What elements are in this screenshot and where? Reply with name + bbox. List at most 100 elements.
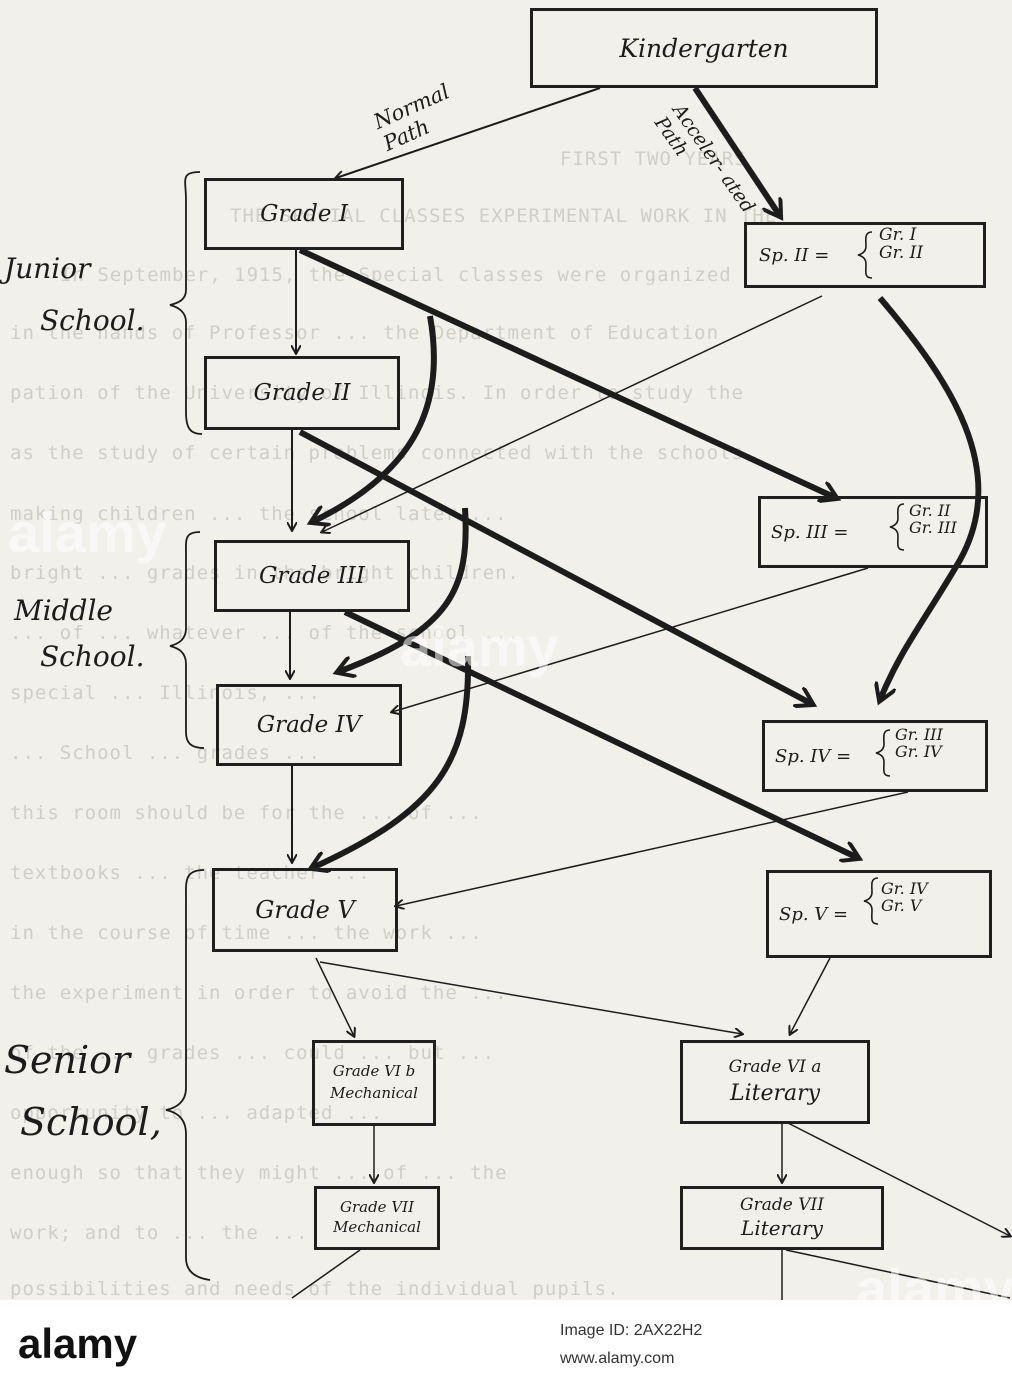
special-3-label: Sp. III = (771, 521, 849, 543)
arrow-g2-g4-curve (338, 507, 469, 672)
grade-7m-label: Grade VII (339, 1198, 415, 1217)
junior-school-brace (169, 171, 203, 435)
grade-6b-label: Grade VI b (332, 1062, 416, 1081)
grade-2-label: Grade II (253, 380, 351, 406)
site-url[interactable]: www.alamy.com (560, 1350, 675, 1367)
kindergarten-label: Kindergarten (619, 33, 789, 63)
sp2-brace-mark (857, 231, 873, 279)
background-text-line: this room should be for the ... of ... (10, 802, 483, 824)
grade-7-mechanical-box: Grade VII Mechanical (314, 1186, 440, 1250)
grade-7-literary-box: Grade VII Literary (680, 1186, 884, 1250)
watermark: alamy (8, 501, 167, 564)
arrow-g3-sp5 (343, 609, 858, 858)
background-text-line: as the study of certain problems connect… (10, 442, 757, 464)
grade-7l-track-label: Literary (741, 1216, 823, 1241)
grade-5-box: Grade V (212, 868, 398, 952)
background-text-line: of the ... grades ... could ... but ... (10, 1042, 496, 1064)
special-4-label: Sp. IV = (775, 745, 852, 767)
background-text-line: opportunity to ... adapted ... (10, 1102, 384, 1124)
grade-6b-mechanical-box: Grade VI b Mechanical (312, 1040, 436, 1126)
grade-6a-label: Grade VI a (728, 1056, 822, 1077)
grade-6b-track-label: Mechanical (330, 1084, 418, 1102)
grade-2-box: Grade II (204, 356, 400, 430)
background-text-line: ... of ... whatever ... of the school ..… (10, 622, 520, 644)
alamy-logo[interactable]: alamy (18, 1320, 138, 1367)
arrow-g6a-right (785, 1121, 1010, 1236)
grade-4-label: Grade IV (256, 712, 362, 738)
grade-6a-track-label: Literary (729, 1081, 821, 1107)
background-text-line: textbooks ... the teacher ... (10, 862, 371, 884)
grade-3-label: Grade III (259, 563, 365, 589)
grade-6a-literary-box: Grade VI a Literary (680, 1040, 870, 1124)
background-text-line: ... School ... grades ... (10, 742, 321, 764)
background-text-line: in the hands of Professor ... the Depart… (10, 322, 720, 344)
special-2-label: Sp. II = (759, 244, 830, 266)
grade-5-label: Grade V (255, 896, 355, 924)
image-id: Image ID: 2AX22H2 (560, 1322, 703, 1339)
special-3-box: Sp. III = Gr. II Gr. III (758, 496, 988, 568)
arrow-g3-g5-curve (312, 655, 472, 868)
senior-school-label-line2: School, (20, 1100, 162, 1144)
background-text-line: In September, 1915, the Special classes … (60, 264, 732, 286)
arrow-g1-sp3 (298, 247, 836, 498)
grade-1-label: Grade I (260, 201, 348, 227)
arrow-g7l-right (785, 1249, 1011, 1299)
arrow-g2-sp4 (298, 429, 812, 704)
arrow-sp5-g6a (790, 957, 831, 1034)
special-5-brace-bottom: Gr. V (881, 895, 922, 915)
background-text-line: in the course of time ... the work ... (10, 922, 483, 944)
special-2-box: Sp. II = Gr. I Gr. II (744, 222, 986, 288)
senior-school-brace (165, 869, 211, 1281)
arrow-sp3-g4 (392, 567, 869, 712)
special-4-brace-bottom: Gr. IV (895, 741, 942, 761)
arrow-g5-g6b (315, 957, 354, 1036)
junior-school-label-line2: School. (40, 304, 145, 337)
special-5-box: Sp. V = Gr. IV Gr. V (766, 870, 992, 958)
background-text-line: possibilities and needs of the individua… (10, 1278, 620, 1300)
background-text-line: bright ... grades in the bright children… (10, 562, 520, 584)
special-2-brace-top: Gr. I (879, 225, 917, 245)
grade-7m-track-label: Mechanical (333, 1218, 421, 1236)
background-text-line: special ... Illinois, ... (10, 682, 321, 704)
junior-school-label-line1: Junior (4, 252, 91, 285)
special-4-box: Sp. IV = Gr. III Gr. IV (762, 720, 988, 792)
sp5-brace-mark (863, 877, 879, 925)
special-2-brace-bottom: Gr. II (879, 242, 924, 263)
diagram-canvas: FIRST TWO YEARS THE SPECIAL CLASSES EXPE… (4, 8, 1012, 1300)
special-3-brace-bottom: Gr. III (909, 517, 957, 537)
background-text-line: making children ... the school later ... (10, 503, 508, 525)
special-5-label: Sp. V = (779, 903, 849, 925)
connector-layer (165, 86, 1012, 1300)
middle-school-label-line1: Middle (14, 594, 113, 627)
middle-school-label-line2: School. (40, 640, 145, 673)
background-text-line: the experiment in order to avoid the ... (10, 982, 508, 1004)
special-3-brace-top: Gr. II (909, 501, 951, 520)
accelerated-path-arrow (692, 86, 780, 216)
watermark: alamy (400, 615, 559, 678)
sp4-brace-mark (875, 729, 891, 777)
special-4-brace-top: Gr. III (895, 725, 943, 744)
background-text-line: THE SPECIAL CLASSES EXPERIMENTAL WORK IN… (230, 205, 778, 227)
kindergarten-box: Kindergarten (530, 8, 878, 88)
arrow-sp4-g5 (396, 791, 909, 906)
background-text-line: pation of the University of Illinois. In… (10, 382, 744, 404)
normal-path-arrow (336, 87, 601, 178)
grade-1-box: Grade I (204, 178, 404, 250)
arrow-g1-g3-curve (312, 315, 437, 522)
background-text-line: work; and to ... the ... (10, 1222, 309, 1244)
arrow-g5-g6a (319, 961, 742, 1034)
watermark: alamy (856, 1257, 1012, 1300)
sp3-brace-mark (889, 503, 905, 551)
arrow-g7m-down (291, 1249, 361, 1299)
grade-7l-label: Grade VII (740, 1194, 824, 1215)
middle-school-brace (169, 531, 205, 749)
grade-4-box: Grade IV (216, 684, 402, 766)
special-5-brace-top: Gr. IV (881, 879, 928, 898)
grade-3-box: Grade III (214, 540, 410, 612)
arrow-sp2-g3 (322, 295, 823, 532)
arrow-sp2-sp4-curve (880, 296, 982, 700)
footer-bar: alamy Image ID: 2AX22H2 www.alamy.com (0, 1300, 1012, 1390)
background-text-line: enough so that they might ... of ... the (10, 1162, 508, 1184)
senior-school-label-line1: Senior (4, 1038, 131, 1082)
background-text-line: FIRST TWO YEARS (560, 148, 747, 170)
